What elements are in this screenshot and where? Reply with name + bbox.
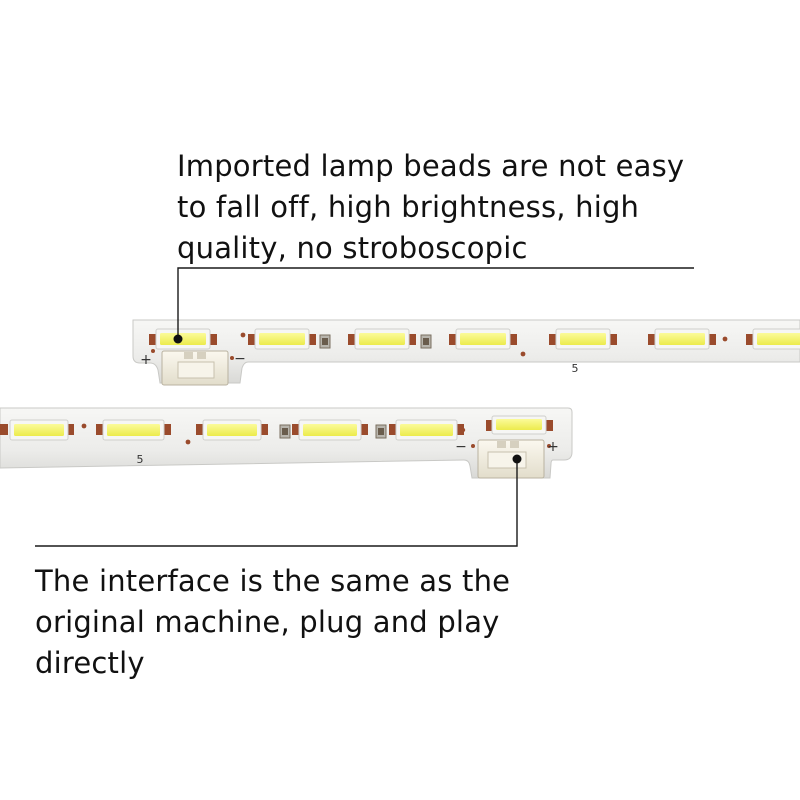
led-strip-bottom: − + 5 <box>0 407 573 479</box>
caption-interface: The interface is the same as the origina… <box>35 561 510 684</box>
led-bead <box>248 328 316 350</box>
callout-dot <box>173 334 183 344</box>
led-bead <box>549 328 617 350</box>
led-bead <box>149 328 217 350</box>
led-bead <box>389 419 464 441</box>
caption-line: to fall off, high brightness, high <box>177 190 640 224</box>
smd-resistor <box>319 334 331 349</box>
smd-resistor <box>279 424 291 439</box>
caption-line: original machine, plug and play <box>35 605 500 639</box>
smd-resistor <box>375 424 387 439</box>
led-bead <box>196 419 268 441</box>
wire-connector <box>161 350 229 386</box>
smd-resistor <box>420 334 432 349</box>
polarity-plus-label: + <box>140 352 152 368</box>
callout-bottom <box>35 454 522 547</box>
caption-line: The interface is the same as the <box>35 564 511 598</box>
polarity-minus-label: − <box>234 351 246 367</box>
led-bead <box>449 328 517 350</box>
strip-number-label: 5 <box>572 362 579 375</box>
led-bead <box>0 419 74 441</box>
led-bead <box>486 415 553 435</box>
strip-number-label: 5 <box>137 453 144 466</box>
callout-top <box>173 267 694 344</box>
caption-lamp-beads: Imported lamp beads are not easy to fall… <box>177 146 684 269</box>
polarity-minus-label: − <box>455 439 467 455</box>
led-bead <box>648 328 716 350</box>
led-bead <box>746 328 800 350</box>
callout-dot <box>512 454 522 464</box>
led-bead <box>292 419 368 441</box>
caption-line: directly <box>35 646 145 680</box>
led-bead <box>96 419 171 441</box>
polarity-plus-label: + <box>547 439 559 455</box>
caption-line: quality, no stroboscopic <box>177 231 528 265</box>
caption-line: Imported lamp beads are not easy <box>177 149 685 183</box>
led-strip-top: + − 5 <box>132 319 800 386</box>
wire-connector <box>477 439 545 479</box>
led-bead <box>348 328 416 350</box>
